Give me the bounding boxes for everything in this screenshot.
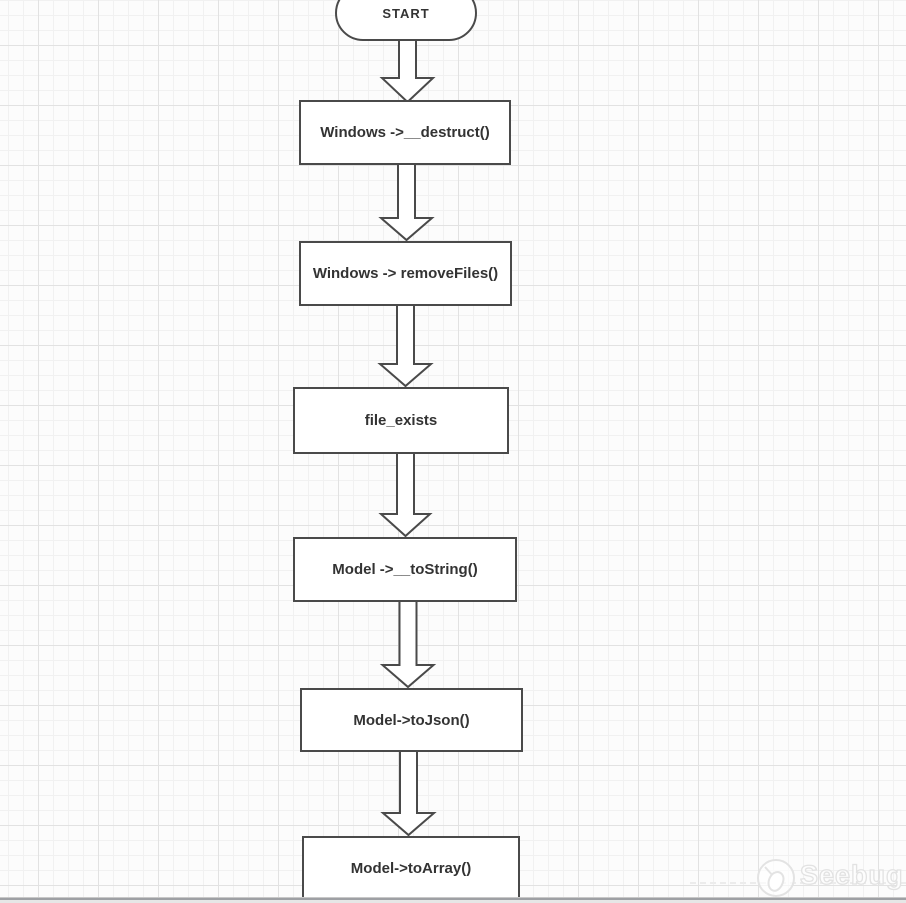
seebug-watermark: Seebug — [680, 850, 906, 903]
seebug-brand-text: Seebug — [799, 859, 904, 890]
connector-arrow-start-step1[interactable] — [379, 38, 436, 104]
flow-node-windows-removefiles[interactable]: Windows -> removeFiles() — [299, 241, 512, 306]
flow-node-start[interactable]: START — [335, 0, 477, 41]
seebug-bug-icon — [764, 866, 785, 892]
connector-arrow-step4-step5[interactable] — [379, 599, 437, 689]
connector-arrow-step2-step3[interactable] — [377, 303, 434, 388]
canvas-bottom-edge — [0, 897, 906, 903]
flow-node-model-tojson[interactable]: Model->toJson() — [300, 688, 523, 752]
flow-node-model-toarray[interactable]: Model->toArray() — [302, 836, 520, 900]
flow-node-file-exists[interactable]: file_exists — [293, 387, 509, 454]
connector-arrow-step1-step2[interactable] — [378, 163, 435, 242]
connector-arrow-step5-step6[interactable] — [380, 749, 437, 837]
connector-arrow-step3-step4[interactable] — [378, 451, 433, 538]
watermark-dashed-line — [690, 882, 906, 884]
flow-node-windows-destruct[interactable]: Windows ->__destruct() — [299, 100, 511, 165]
flow-node-model-tostring[interactable]: Model ->__toString() — [293, 537, 517, 602]
